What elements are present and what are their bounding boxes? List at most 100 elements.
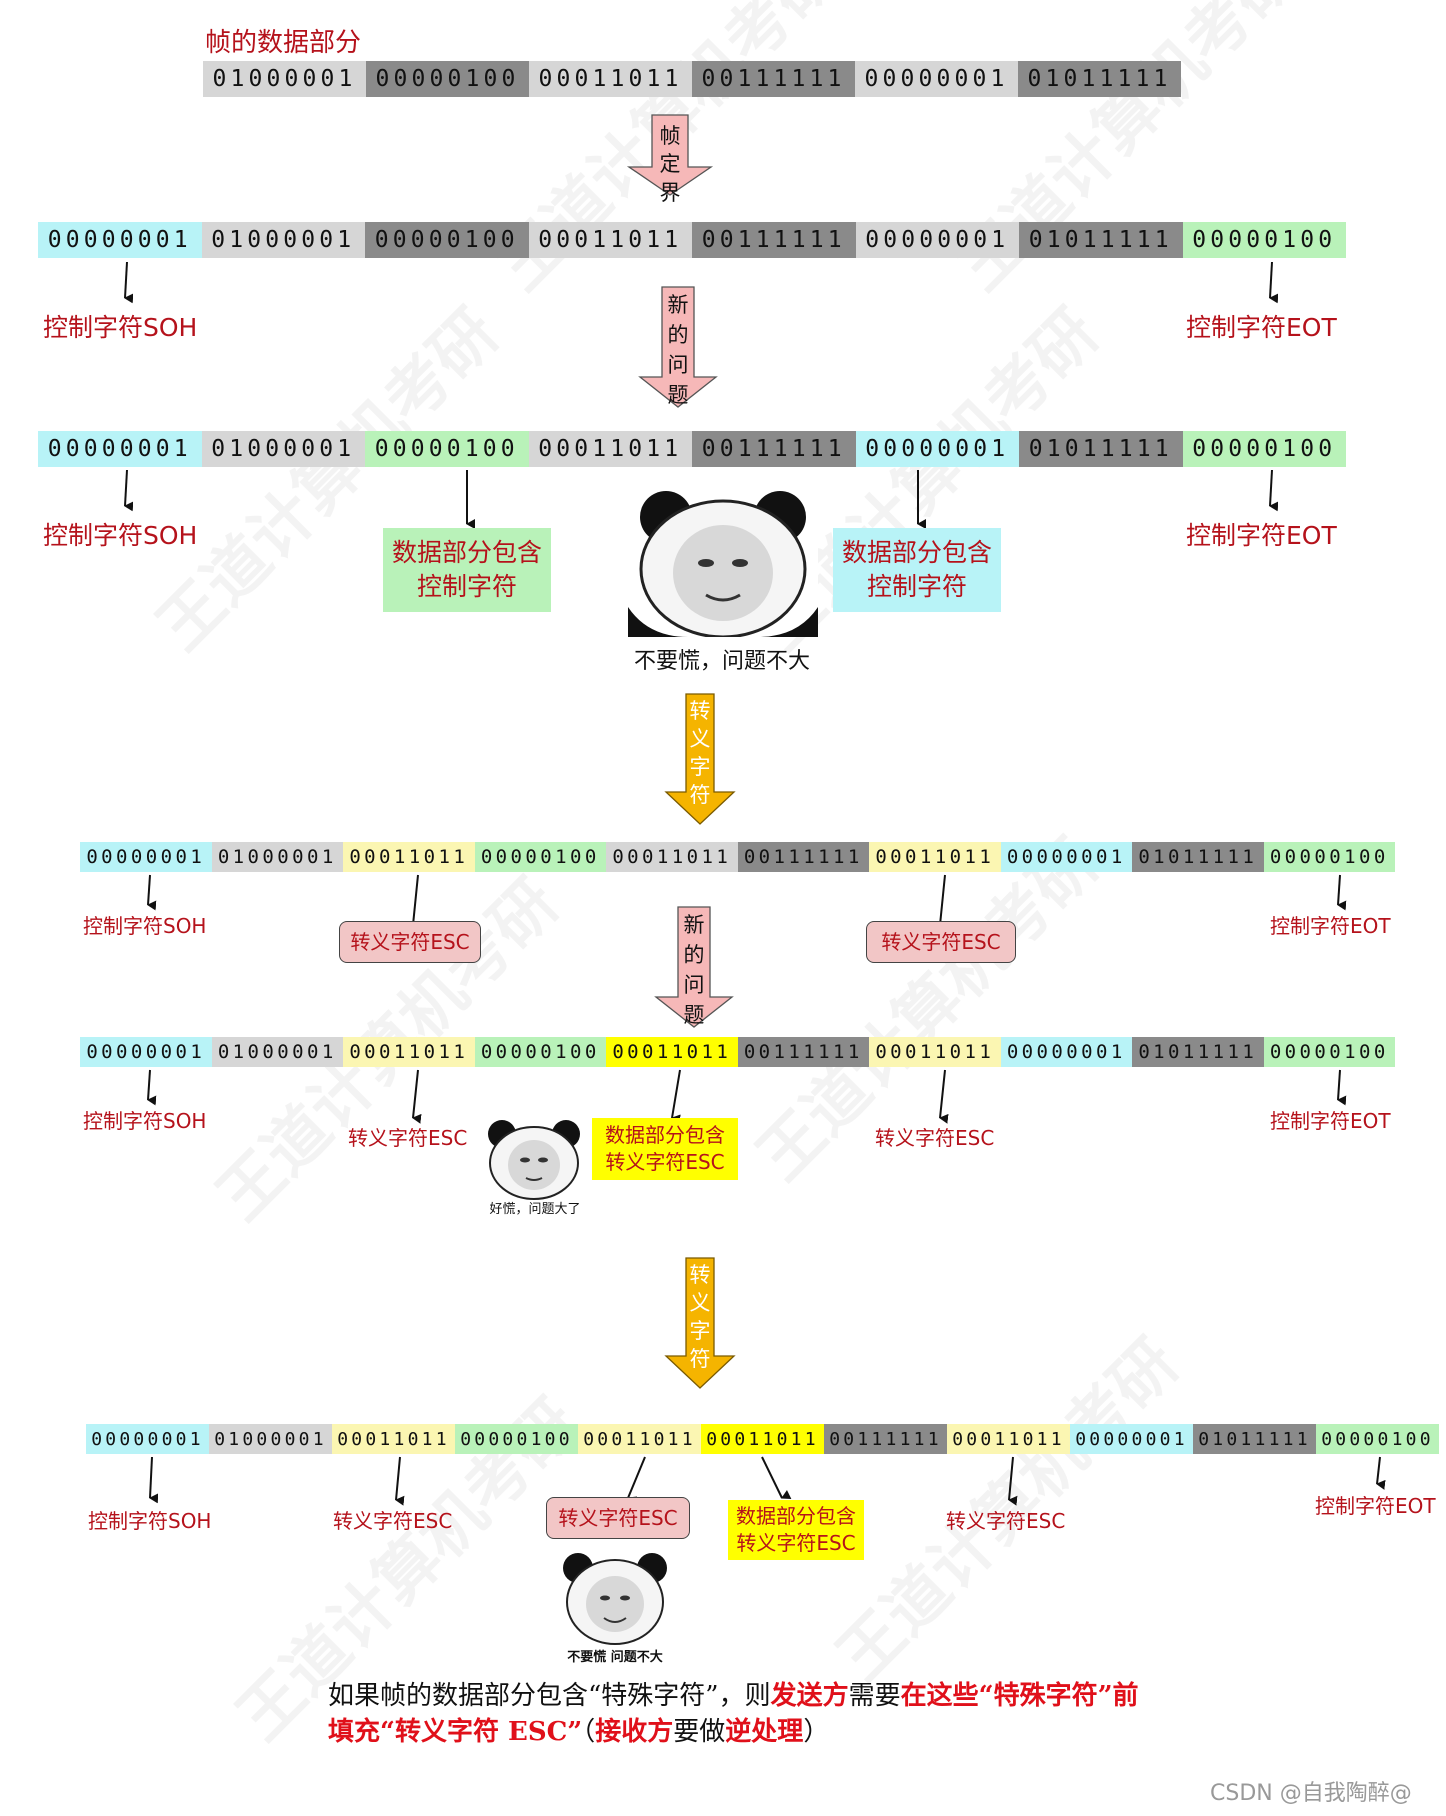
note-text: ） xyxy=(803,1717,830,1747)
panda-meme-image xyxy=(484,1118,584,1200)
panda-meme-image xyxy=(628,487,818,637)
panda-meme-image xyxy=(560,1552,670,1648)
byte-cell: 00111111 xyxy=(824,1424,947,1454)
eot-label: 控制字符EOT xyxy=(1186,313,1337,342)
eot-label: 控制字符EOT xyxy=(1270,914,1391,938)
byte-cell: 00000100 xyxy=(455,1424,578,1454)
byte-cell: 01011111 xyxy=(1132,842,1264,872)
soh-label: 控制字符SOH xyxy=(43,521,198,550)
byte-cell: 00000001 xyxy=(86,1424,209,1454)
byte-cell: 00000100 xyxy=(365,222,529,258)
new-problem-arrow-1 xyxy=(638,286,718,408)
meme-caption: 不要慌 问题不大 xyxy=(567,1650,663,1665)
data-contains-esc-box: 数据部分包含 转义字符ESC xyxy=(728,1500,864,1560)
new-problem-arrow-2 xyxy=(654,906,734,1028)
byte-cell: 01011111 xyxy=(1193,1424,1316,1454)
byte-cell: 00011011 xyxy=(606,1037,738,1067)
new-problem-label-2: 新的问题 xyxy=(683,913,705,1027)
esc-box: 转义字符ESC xyxy=(546,1497,690,1539)
byte-cell: 00000100 xyxy=(366,61,529,97)
soh-label: 控制字符SOH xyxy=(88,1509,212,1533)
data-contains-control-box: 数据部分包含 控制字符 xyxy=(383,528,551,612)
byte-cell: 00011011 xyxy=(578,1424,701,1454)
byte-cell: 00111111 xyxy=(692,222,856,258)
esc-label: 转义字符ESC xyxy=(348,1126,468,1150)
page-title: 帧的数据部分 xyxy=(205,28,362,58)
escape-arrow-1 xyxy=(664,693,736,825)
eot-label: 控制字符EOT xyxy=(1186,521,1337,550)
soh-label: 控制字符SOH xyxy=(83,914,207,938)
byte-cell: 00011011 xyxy=(343,1037,475,1067)
byte-cell: 00011011 xyxy=(606,842,738,872)
frame-delimit-arrow xyxy=(626,114,714,196)
escape-label-2: 转义字符 xyxy=(689,1263,711,1371)
byte-cell: 00000001 xyxy=(855,431,1019,467)
byte-cell: 00000001 xyxy=(1000,842,1132,872)
byte-cell: 00011011 xyxy=(343,842,475,872)
byte-cell: 00011011 xyxy=(332,1424,455,1454)
soh-label: 控制字符SOH xyxy=(83,1109,207,1133)
byte-cell: 00111111 xyxy=(692,61,855,97)
byte-cell: 00011011 xyxy=(869,1037,1001,1067)
byte-cell: 01000001 xyxy=(201,431,365,467)
byte-cell: 00111111 xyxy=(737,1037,869,1067)
escape-label-1: 转义字符 xyxy=(689,699,711,807)
byte-cell: 01000001 xyxy=(209,1424,332,1454)
data-contains-esc-box: 数据部分包含 转义字符ESC xyxy=(592,1118,738,1180)
meme-caption: 好慌，问题大了 xyxy=(489,1202,581,1217)
byte-cell: 00111111 xyxy=(737,842,869,872)
byte-cell: 00011011 xyxy=(528,431,692,467)
byte-cell: 00011011 xyxy=(701,1424,824,1454)
byte-cell: 00000100 xyxy=(1182,431,1346,467)
eot-label: 控制字符EOT xyxy=(1315,1494,1436,1518)
byte-cell: 00000100 xyxy=(1263,842,1395,872)
frame-delimit-label: 帧定界 xyxy=(659,124,681,205)
byte-cell: 00000001 xyxy=(855,222,1019,258)
data-contains-control-box: 数据部分包含 控制字符 xyxy=(833,528,1001,612)
note-receiver: 接收方 xyxy=(595,1717,674,1747)
byte-cell: 00011011 xyxy=(947,1424,1070,1454)
esc-label: 转义字符ESC xyxy=(875,1126,995,1150)
note-emphasis: 在这些“特殊字符”前 xyxy=(900,1681,1139,1711)
byte-cell: 00000100 xyxy=(1182,222,1346,258)
byte-cell: 00000100 xyxy=(1263,1037,1395,1067)
csdn-credit: CSDN @自我陶醉@ xyxy=(1210,1781,1412,1806)
byte-cell: 00000100 xyxy=(365,431,529,467)
byte-cell: 01000001 xyxy=(201,222,365,258)
meme-caption: 不要慌，问题不大 xyxy=(633,649,810,674)
byte-cell: 01011111 xyxy=(1018,61,1181,97)
note-sender: 发送方 xyxy=(770,1681,849,1711)
new-problem-label-1: 新的问题 xyxy=(667,293,689,407)
byte-cell: 00000100 xyxy=(1316,1424,1439,1454)
byte-cell: 00000001 xyxy=(80,1037,212,1067)
note-emphasis: 填充“转义字符 ESC” xyxy=(328,1717,583,1747)
byte-cell: 00111111 xyxy=(692,431,856,467)
byte-cell: 00000001 xyxy=(1000,1037,1132,1067)
escape-arrow-2 xyxy=(664,1257,736,1389)
note-text: 需要 xyxy=(848,1681,901,1711)
note-text: （ xyxy=(582,1717,596,1747)
note-text: 如果帧的数据部分包含“特殊字符”，则 xyxy=(328,1681,771,1711)
esc-label: 转义字符ESC xyxy=(333,1509,453,1533)
note-text: 要做 xyxy=(673,1717,726,1747)
byte-cell: 00011011 xyxy=(869,842,1001,872)
esc-label: 转义字符ESC xyxy=(946,1509,1066,1533)
summary-note: 如果帧的数据部分包含“特殊字符”，则发送方需要在这些“特殊字符”前 填充“转义字… xyxy=(328,1678,1308,1750)
byte-cell: 00000001 xyxy=(38,222,202,258)
byte-cell: 00000001 xyxy=(38,431,202,467)
byte-cell: 00000001 xyxy=(855,61,1018,97)
byte-cell: 01000001 xyxy=(211,1037,343,1067)
byte-cell: 00011011 xyxy=(529,61,692,97)
byte-cell: 00000100 xyxy=(474,842,606,872)
byte-cell: 00000001 xyxy=(1070,1424,1193,1454)
byte-cell: 01011111 xyxy=(1019,431,1183,467)
byte-cell: 00000100 xyxy=(474,1037,606,1067)
eot-label: 控制字符EOT xyxy=(1270,1109,1391,1133)
note-emphasis: 逆处理 xyxy=(725,1717,804,1747)
